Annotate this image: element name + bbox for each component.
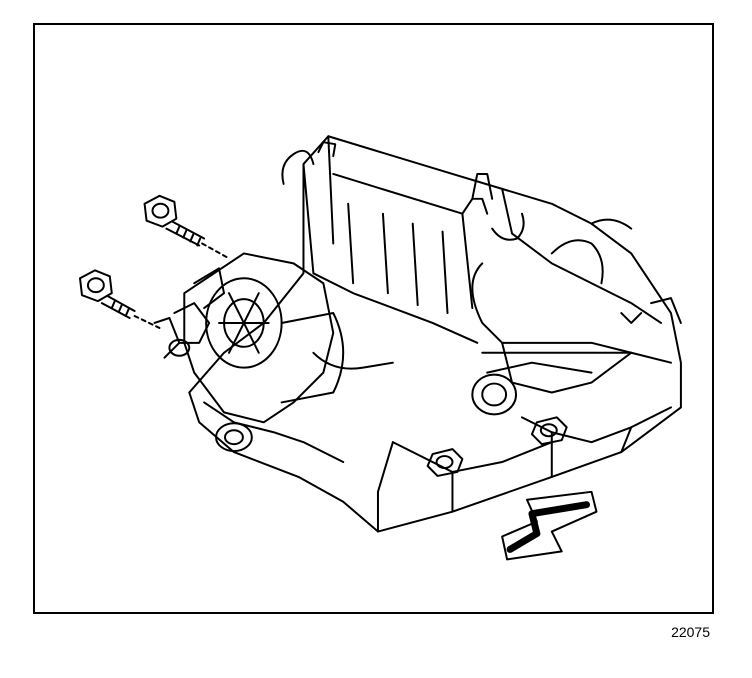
intake-manifold — [188, 135, 682, 533]
egr-valve — [153, 252, 394, 464]
diagram-frame — [33, 23, 714, 614]
bolt-upper — [143, 194, 230, 260]
engine-front-arrow — [501, 490, 598, 561]
manifold-nut-2 — [426, 448, 464, 477]
bolt-lower — [79, 269, 161, 329]
figure-number: 22075 — [671, 624, 710, 640]
manifold-nut-1 — [530, 416, 568, 446]
engine-illustration — [79, 135, 682, 561]
